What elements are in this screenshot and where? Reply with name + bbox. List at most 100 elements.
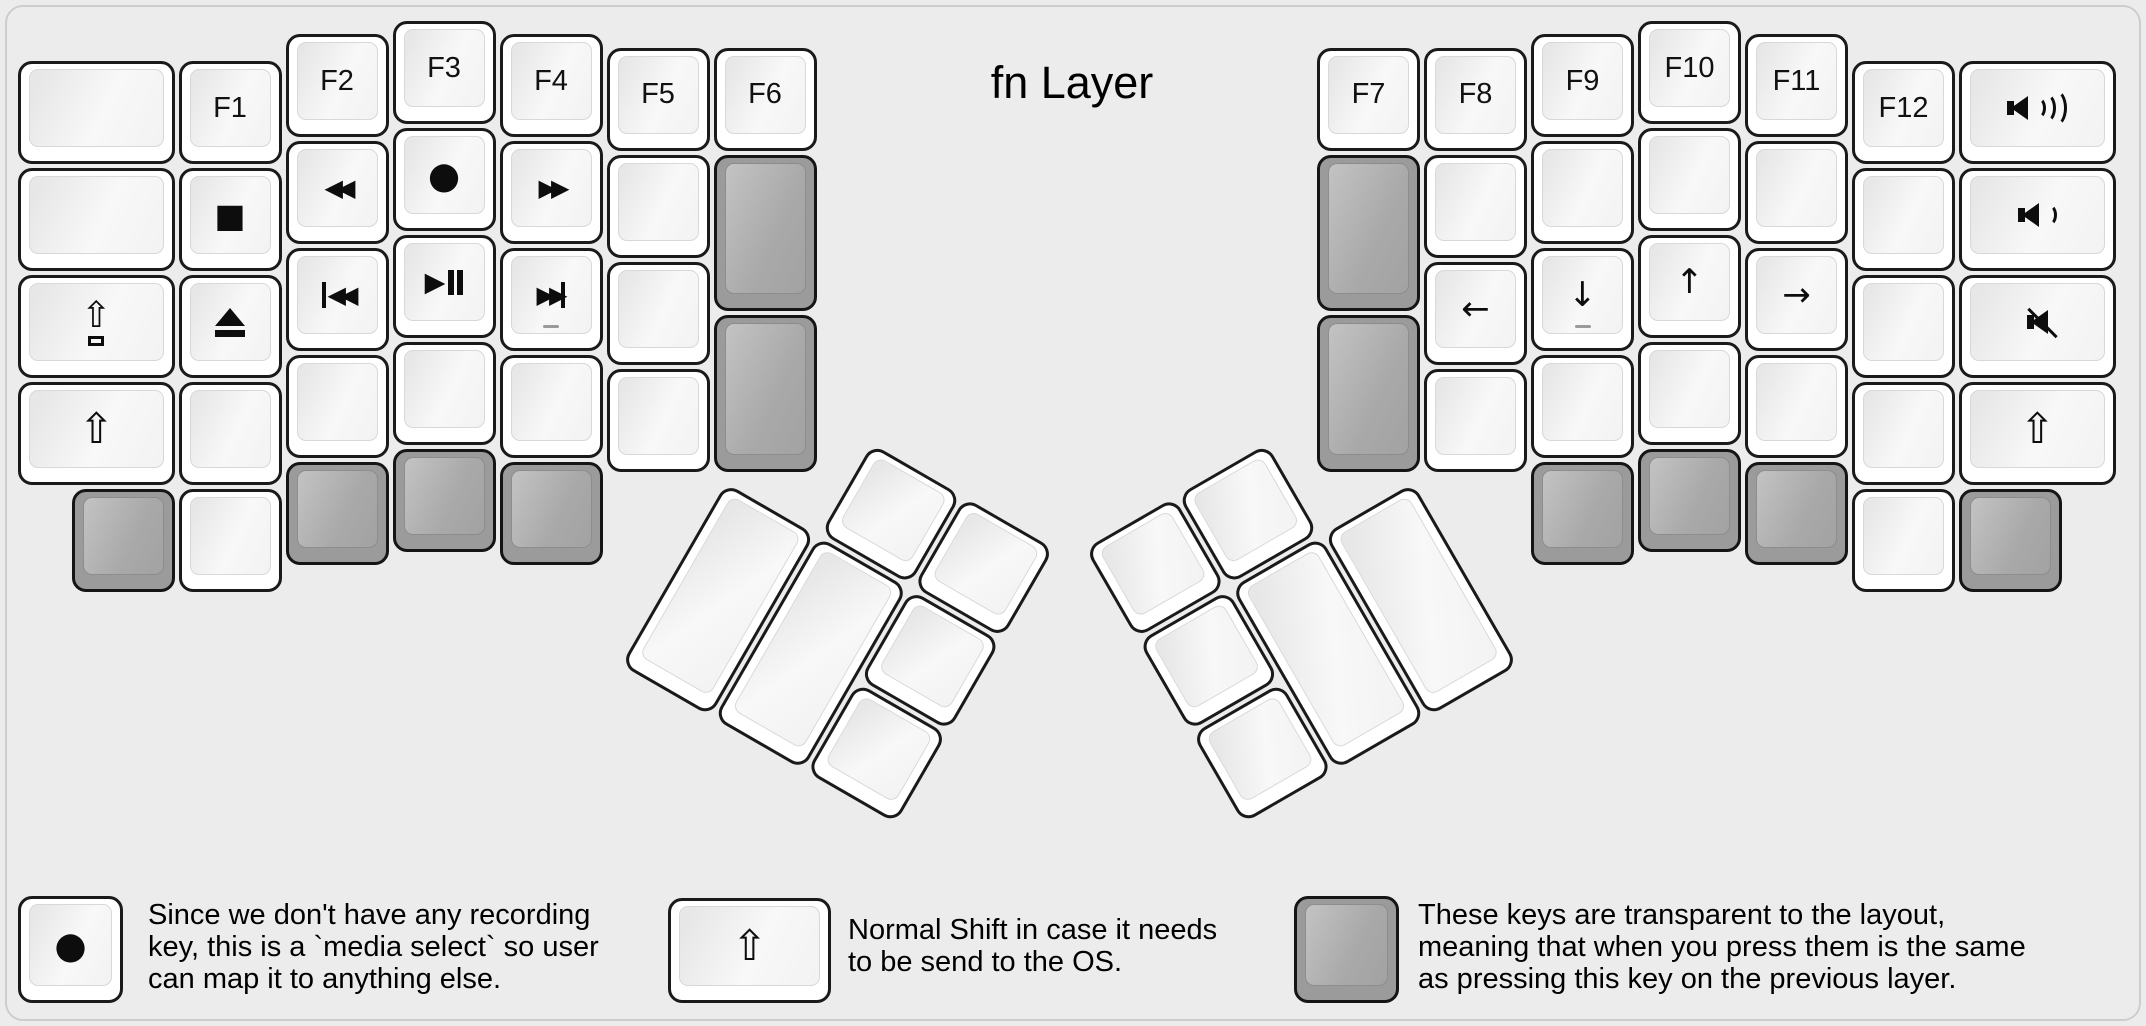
keycap-label: F11 (1772, 64, 1821, 97)
key-next-track[interactable]: ▶▶ (499, 248, 603, 352)
record-icon: ● (54, 923, 87, 967)
key-blank[interactable] (1531, 141, 1634, 245)
key-transparent[interactable] (1638, 449, 1741, 552)
keycap-surface (1863, 390, 1944, 469)
key-blank[interactable] (392, 342, 496, 445)
legend-normal-shift-sample-key[interactable]: ⇧ (668, 898, 831, 1003)
key-play-pause[interactable]: ▶ (392, 235, 496, 338)
keycap-surface (1542, 363, 1623, 442)
key-transparent[interactable] (71, 489, 175, 593)
key-blank[interactable] (1852, 489, 1955, 593)
key-arrow-down[interactable]: ↓ (1531, 248, 1634, 352)
key-f7[interactable]: F7 (1317, 47, 1420, 151)
key-arrow-left[interactable]: ← (1424, 261, 1527, 365)
key-eject[interactable] (178, 275, 282, 379)
key-blank[interactable] (1852, 382, 1955, 486)
key-blank[interactable] (499, 355, 603, 459)
keycap-surface: ⇧ (679, 906, 820, 986)
key-blank[interactable] (1852, 275, 1955, 379)
legend-transparent-sample-key[interactable] (1294, 896, 1399, 1003)
key-f3[interactable]: F3 (392, 21, 496, 124)
key-blank[interactable] (285, 355, 389, 459)
keycap-surface (1649, 457, 1730, 535)
legend-media-select-sample-key[interactable]: ● (18, 896, 123, 1003)
key-arrow-up[interactable]: ↑ (1638, 235, 1741, 338)
keycap-label: F10 (1664, 51, 1715, 84)
keycap-label: F5 (641, 78, 675, 111)
key-blank[interactable] (1424, 154, 1527, 258)
key-blank[interactable] (178, 382, 282, 486)
key-rewind[interactable]: ◀◀ (285, 141, 389, 245)
key-blank[interactable] (1638, 128, 1741, 231)
key-blank[interactable] (606, 261, 710, 365)
legend-text-line: can map it to anything else. (148, 963, 502, 995)
fast-forward-icon: ▶▶ (538, 174, 570, 203)
key-f10[interactable]: F10 (1638, 21, 1741, 124)
key-shift-left[interactable]: ⇧ (18, 382, 175, 486)
homing-marker (1574, 325, 1591, 329)
keycap-surface: F5 (617, 55, 699, 134)
key-f2[interactable]: F2 (285, 34, 389, 138)
key-f5[interactable]: F5 (606, 47, 710, 151)
keycap-surface (1098, 509, 1208, 618)
key-blank[interactable] (18, 168, 175, 272)
key-blank[interactable] (1531, 355, 1634, 459)
legend-text-line: These keys are transparent to the layout… (1418, 899, 1946, 931)
shift-icon: ⇧ (2019, 404, 2055, 454)
key-transparent[interactable] (285, 462, 389, 566)
key-mute[interactable] (1959, 275, 2116, 379)
key-f8[interactable]: F8 (1424, 47, 1527, 151)
keycap-surface: F1 (189, 69, 271, 148)
keycap-surface (617, 376, 699, 455)
keycap-surface: F6 (724, 55, 806, 134)
key-blank[interactable] (18, 61, 175, 165)
key-transparent[interactable] (499, 462, 603, 566)
key-f9[interactable]: F9 (1531, 34, 1634, 138)
key-transparent[interactable] (713, 315, 817, 472)
key-transparent[interactable] (1531, 462, 1634, 566)
legend-text-line: Since we don't have any recording (148, 899, 591, 931)
key-transparent[interactable] (1317, 315, 1420, 472)
key-f1[interactable]: F1 (178, 61, 282, 165)
layer-title: fn Layer (990, 57, 1154, 108)
key-prev-track[interactable]: ◀◀ (285, 248, 389, 352)
keycap-surface: ▶▶ (510, 149, 592, 228)
key-volume-up[interactable] (1959, 61, 2116, 165)
key-transparent[interactable] (1745, 462, 1848, 566)
key-blank[interactable] (606, 368, 710, 472)
legend-text-line: key, this is a `media select` so user (148, 931, 599, 963)
key-transparent[interactable] (392, 449, 496, 552)
key-fast-forward[interactable]: ▶▶ (499, 141, 603, 245)
key-transparent[interactable] (1317, 154, 1420, 312)
keycap-surface (510, 363, 592, 442)
key-blank[interactable] (1852, 168, 1955, 272)
key-caps-shift[interactable]: ⇧ (18, 275, 175, 379)
keycap-surface: F8 (1435, 55, 1516, 134)
keycap-surface: ◀◀ (296, 149, 378, 228)
legend-text-line: Normal Shift in case it needs (848, 914, 1218, 946)
key-arrow-right[interactable]: → (1745, 248, 1848, 352)
key-blank[interactable] (178, 489, 282, 593)
play-pause-icon: ▶ (425, 269, 464, 296)
key-f12[interactable]: F12 (1852, 61, 1955, 165)
keycap-label: F8 (1458, 78, 1493, 111)
keycap-surface: ↑ (1649, 243, 1730, 321)
key-blank[interactable] (1745, 141, 1848, 245)
key-media-select[interactable]: ● (392, 128, 496, 231)
keycap-surface (1435, 376, 1516, 455)
key-blank[interactable] (606, 154, 710, 258)
key-volume-down[interactable] (1959, 168, 2116, 272)
arrow-left-icon: ← (1461, 288, 1490, 329)
key-f6[interactable]: F6 (713, 47, 817, 151)
keycap-surface: ⇧ (29, 390, 164, 469)
key-transparent[interactable] (1959, 489, 2062, 593)
key-blank[interactable] (1638, 342, 1741, 445)
key-blank[interactable] (1745, 355, 1848, 459)
key-stop[interactable]: ■ (178, 168, 282, 272)
key-f11[interactable]: F11 (1745, 34, 1848, 138)
key-blank[interactable] (1424, 368, 1527, 472)
keycap-surface (1542, 470, 1623, 549)
key-shift-right[interactable]: ⇧ (1959, 382, 2116, 486)
key-f4[interactable]: F4 (499, 34, 603, 138)
key-transparent[interactable] (713, 154, 817, 312)
